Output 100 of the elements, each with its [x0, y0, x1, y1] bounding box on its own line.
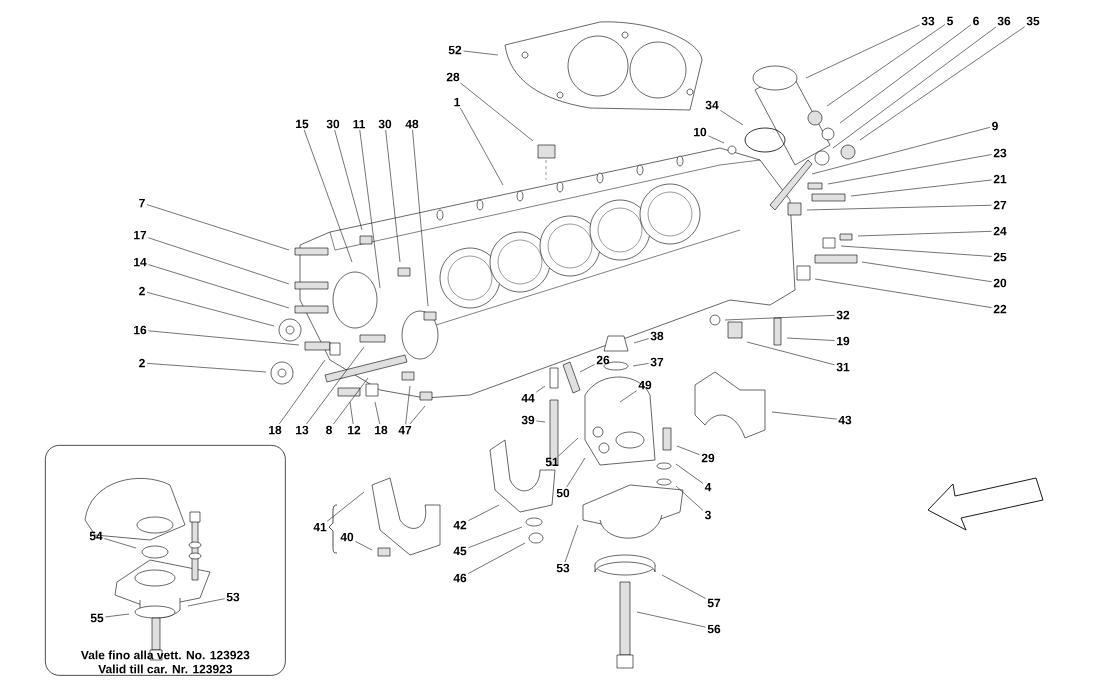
callout-number: 20: [993, 278, 1007, 288]
leader-line: [675, 463, 704, 484]
leader-line: [771, 411, 837, 420]
callout-number: 5: [947, 16, 953, 26]
leader-line: [355, 541, 373, 551]
callout-number: 17: [134, 230, 147, 240]
callout-number: 31: [836, 362, 850, 372]
callout-number: 32: [836, 310, 850, 320]
callout-number: 37: [650, 357, 664, 367]
leader-line: [632, 363, 649, 367]
leader-line: [463, 50, 499, 56]
callout-number: 3: [704, 510, 711, 520]
leader-line: [859, 26, 1025, 141]
leader-line: [146, 292, 275, 327]
callout-number: 33: [921, 16, 935, 26]
leader-line: [104, 538, 137, 549]
leader-line: [105, 613, 130, 618]
callout-number: 48: [405, 119, 419, 129]
callout-number: 43: [838, 415, 852, 425]
callout-number: 13: [296, 425, 309, 435]
callout-number: 51: [545, 457, 559, 467]
callout-number: 41: [313, 522, 327, 532]
callout-number: 30: [378, 119, 392, 129]
callout-number: 46: [453, 573, 467, 583]
leader-line: [148, 264, 290, 309]
callout-number: 8: [326, 425, 332, 435]
leader-line: [334, 129, 363, 231]
callout-number: 16: [134, 325, 147, 335]
callout-number: 28: [446, 72, 460, 82]
leader-line: [806, 204, 992, 211]
callout-number: 53: [226, 592, 240, 602]
leader-line: [564, 524, 579, 563]
callout-number: 4: [704, 482, 712, 492]
leader-line: [661, 574, 706, 599]
callout-number: 35: [1026, 16, 1040, 26]
callout-number: 7: [139, 198, 145, 208]
callout-number: 1: [454, 97, 460, 107]
leader-line: [385, 129, 401, 263]
leader-line: [412, 129, 429, 307]
callout-number: 45: [453, 546, 467, 556]
leader-line: [720, 110, 744, 126]
callout-number: 34: [705, 100, 719, 110]
leader-line: [633, 338, 649, 344]
leader-line: [468, 504, 500, 521]
callout-number: 27: [993, 200, 1007, 210]
leader-line: [832, 26, 997, 149]
leader-line: [850, 179, 992, 197]
callout-number: 50: [556, 488, 570, 498]
callout-number: 38: [650, 331, 664, 341]
leader-line: [786, 337, 835, 341]
leader-line: [708, 135, 725, 144]
leader-line: [333, 377, 369, 425]
callout-number: 2: [139, 286, 145, 296]
leader-line: [676, 445, 700, 456]
callout-number: 24: [993, 226, 1007, 236]
leader-line: [306, 346, 365, 425]
leader-line: [840, 245, 992, 257]
leader-line: [814, 278, 992, 308]
leader-line: [558, 437, 579, 457]
callout-number: 25: [993, 252, 1007, 262]
callout-number: 9: [992, 121, 998, 131]
leader-line: [349, 401, 354, 425]
leader-line: [746, 341, 835, 366]
callout-number: 11: [353, 119, 365, 129]
leader-line: [857, 231, 992, 237]
callout-number: 26: [596, 355, 610, 365]
leader-line: [811, 127, 991, 175]
leader-line: [359, 129, 381, 289]
leader-line: [187, 598, 225, 607]
leader-line: [675, 485, 704, 511]
leader-line: [826, 24, 946, 107]
leader-line: [468, 542, 526, 574]
callout-number: 53: [556, 563, 570, 573]
callout-number: 30: [326, 119, 340, 129]
callout-number: 19: [837, 336, 850, 346]
leader-line: [468, 526, 523, 549]
leader-line: [536, 385, 546, 393]
leader-line: [805, 24, 920, 79]
callout-number: 15: [296, 119, 309, 129]
leader-line: [724, 315, 835, 321]
leader-line: [566, 457, 586, 488]
callout-number: 57: [707, 598, 721, 608]
callout-number: 21: [993, 174, 1007, 184]
leader-line: [327, 491, 365, 522]
callout-number: 49: [638, 380, 652, 390]
leader-line: [146, 204, 290, 251]
callout-number: 18: [375, 425, 388, 435]
callout-number: 22: [993, 304, 1007, 314]
leader-line: [303, 129, 353, 263]
callout-number: 44: [521, 393, 535, 403]
leader-line: [460, 82, 534, 142]
callout-number: 42: [453, 520, 467, 530]
callout-number: 52: [448, 45, 462, 55]
callout-number: 54: [89, 531, 103, 541]
leader-line: [409, 405, 426, 425]
leader-line: [861, 261, 992, 282]
callout-number: 29: [701, 453, 715, 463]
leader-line: [827, 154, 992, 185]
leader-line: [405, 385, 411, 425]
callout-number: 10: [694, 127, 707, 137]
